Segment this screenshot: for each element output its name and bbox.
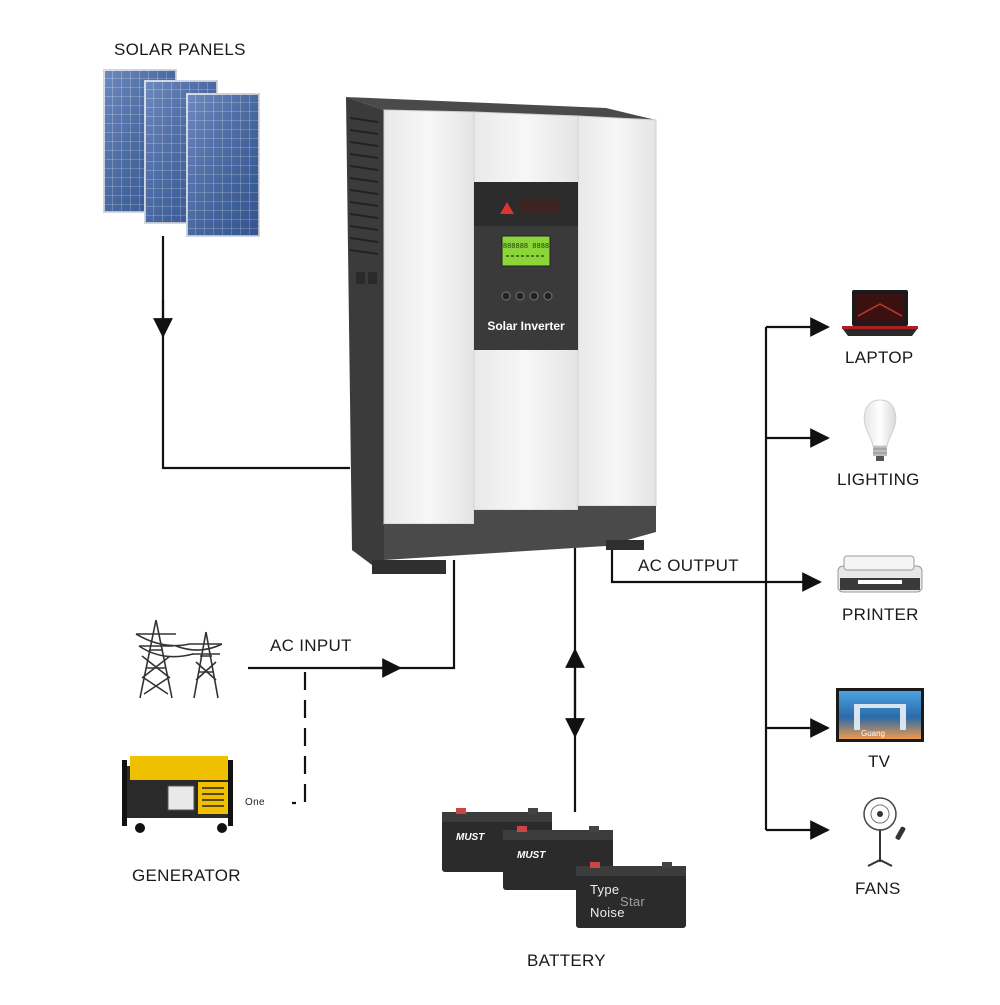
lighting-label: LIGHTING <box>837 470 920 489</box>
lcd-text: 888888 8888 <box>503 243 549 251</box>
laptop-label: LAPTOP <box>845 348 914 367</box>
power-towers-image <box>135 619 223 699</box>
watermark-line-3: Noise <box>590 905 625 920</box>
fans-label: FANS <box>855 879 901 898</box>
tv-image: Guang <box>836 688 924 742</box>
batteries-image: MUST MUST <box>442 808 686 928</box>
generator-tag-label: One <box>245 797 265 808</box>
generator-image <box>122 756 233 833</box>
ac-input-label: AC INPUT <box>270 636 352 655</box>
tv-screen-text: Guang <box>861 729 885 738</box>
printer-label: PRINTER <box>842 605 919 624</box>
ac-output-label: AC OUTPUT <box>638 556 739 575</box>
lightbulb-image <box>863 399 897 461</box>
watermark-line-1: Type <box>590 882 620 897</box>
generator-dashed-line <box>292 672 307 805</box>
fan-image <box>863 797 906 867</box>
laptop-image <box>842 290 918 336</box>
ac-input-line <box>248 560 456 670</box>
tv-label: TV <box>868 752 891 771</box>
inverter-panel-label: Solar Inverter <box>487 319 565 333</box>
solar-panels-image <box>103 69 260 237</box>
inverter-image: 888888 8888 Solar Inverter <box>346 97 657 574</box>
watermark-line-2: Star <box>620 894 646 909</box>
battery-brand-1: MUST <box>456 832 485 843</box>
solar-panels-label: SOLAR PANELS <box>114 40 246 59</box>
ac-output-line <box>610 548 766 584</box>
battery-label: BATTERY <box>527 951 606 970</box>
connection-lines <box>153 236 830 840</box>
printer-image <box>837 555 923 593</box>
solar-to-inverter-line <box>161 236 350 470</box>
generator-label: GENERATOR <box>132 866 241 885</box>
battery-brand-2: MUST <box>517 850 546 861</box>
